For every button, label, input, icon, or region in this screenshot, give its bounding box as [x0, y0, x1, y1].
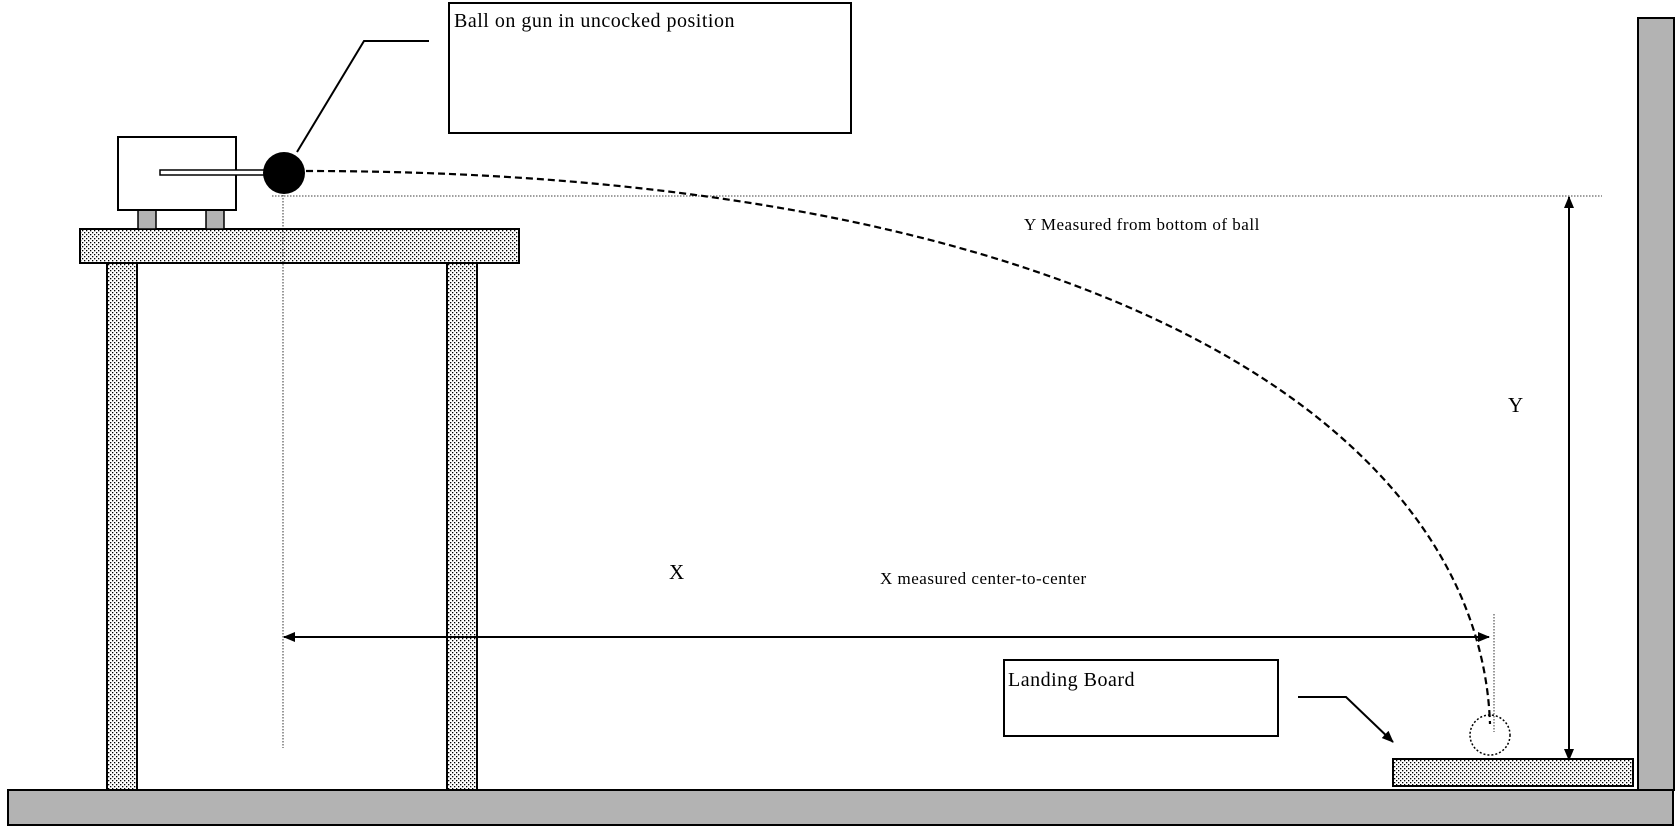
ball-callout-label: Ball on gun in uncocked position: [454, 10, 735, 32]
trajectory-path: [305, 169, 1492, 725]
table-leg-left: [106, 261, 138, 791]
ball-callout-box: [448, 2, 852, 134]
wall: [1637, 17, 1675, 791]
landing-callout-box: [1003, 659, 1279, 737]
table-leg-right: [446, 261, 478, 791]
gun-foot-right: [205, 209, 225, 230]
x-measurement-note: X measured center-to-center: [880, 569, 1087, 588]
x-dimension-label: X: [669, 560, 685, 584]
landing-callout-leader: [1298, 696, 1394, 743]
landing-board: [1392, 758, 1634, 787]
gun-barrel: [159, 169, 279, 176]
landing-callout-label: Landing Board: [1008, 669, 1135, 691]
table-top: [79, 228, 520, 264]
floor: [7, 789, 1674, 826]
landing-ball-outline: [1469, 714, 1511, 756]
y-dimension-label: Y: [1508, 393, 1524, 417]
ball: [263, 152, 305, 194]
y-measurement-note: Y Measured from bottom of ball: [1024, 215, 1260, 234]
ball-callout-leader: [296, 40, 429, 153]
gun-foot-left: [137, 209, 157, 230]
